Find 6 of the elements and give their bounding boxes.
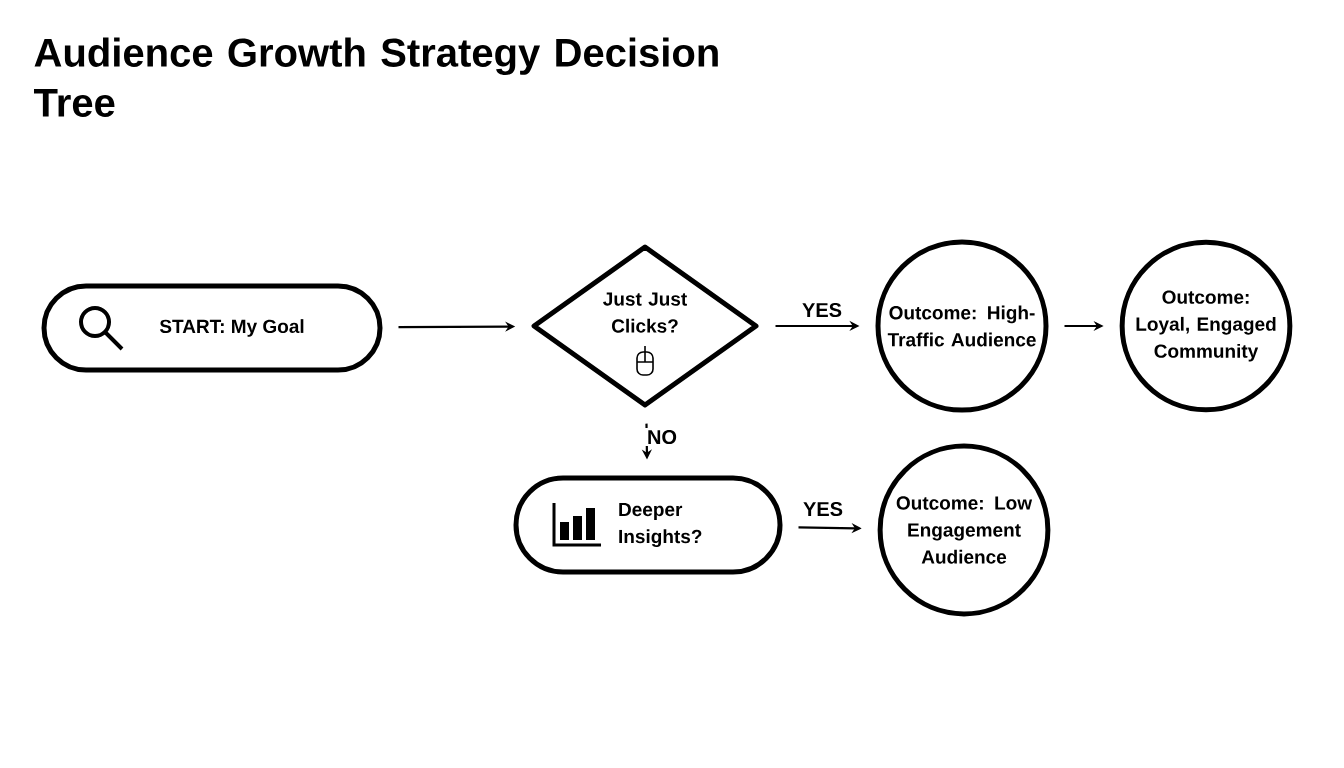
edge-label: YES xyxy=(801,499,845,519)
title: Audience Growth Strategy Decision Tree xyxy=(34,37,718,117)
decision-pill: Deeper Insights? xyxy=(513,475,783,575)
edge-label: YES xyxy=(800,300,844,320)
start-pill: START: My Goal xyxy=(41,283,383,373)
edge-label: NO xyxy=(645,427,679,447)
